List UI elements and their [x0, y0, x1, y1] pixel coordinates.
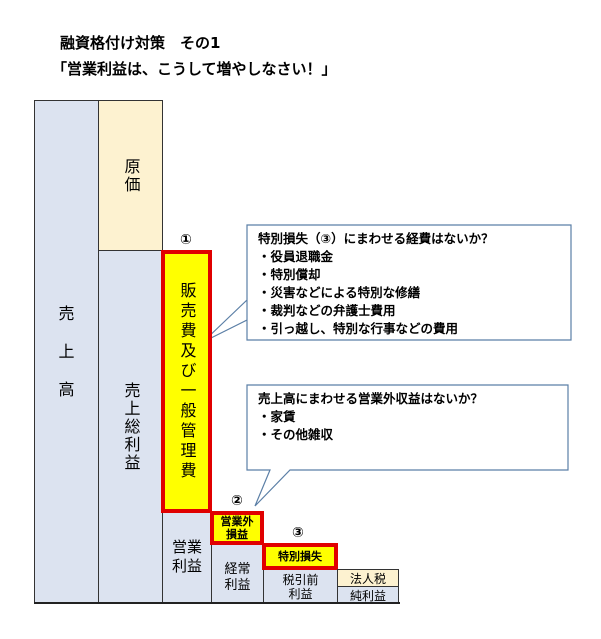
- baseline: [34, 602, 400, 604]
- net-profit-block: 純利益: [337, 586, 399, 604]
- extraordinary-loss-block: 特別損失: [262, 543, 338, 570]
- callout-heading: 特別損失（③）にまわせる経費はないか？: [258, 231, 494, 246]
- marker-1: ①: [180, 232, 192, 248]
- callout-item: ・家賃: [258, 409, 296, 424]
- callout-item: ・特別償却: [258, 267, 321, 282]
- operating-profit-label: 営業 利益: [171, 538, 202, 575]
- non-operating-label: 営業外 損益: [220, 515, 254, 541]
- gross-profit-label: 売上総利益: [121, 382, 141, 472]
- gross-profit-block: 売上総利益: [98, 250, 163, 604]
- operating-profit-block: 営業 利益: [162, 510, 212, 604]
- corporate-tax-block: 法人税: [337, 569, 399, 587]
- sga-label: 販売費及び一般管理費: [177, 281, 197, 482]
- net-profit-label: 純利益: [349, 588, 386, 603]
- extraordinary-loss-label: 特別損失: [278, 550, 322, 563]
- sga-block: 販売費及び一般管理費: [161, 250, 212, 513]
- cost-block: 原価: [98, 100, 163, 251]
- marker-2: ②: [231, 493, 243, 509]
- callout-2: 売上高にまわせる営業外収益はないか？ ・家賃 ・その他雑収: [258, 390, 483, 444]
- callout-1: 特別損失（③）にまわせる経費はないか？ ・役員退職金 ・特別償却 ・災害などによ…: [258, 230, 494, 338]
- marker-3: ③: [292, 525, 304, 541]
- callout-1-shape: [202, 224, 572, 343]
- sales-block: 売 上 高: [34, 100, 99, 604]
- ordinary-profit-block: 経常 利益: [211, 542, 264, 604]
- callout-heading: 売上高にまわせる営業外収益はないか？: [258, 391, 484, 406]
- pretax-profit-block: 税引前 利益: [263, 566, 338, 604]
- callout-item: ・裁判などの弁護士費用: [258, 303, 396, 318]
- sales-label: 売 上 高: [58, 304, 75, 399]
- pretax-profit-label: 税引前 利益: [282, 573, 319, 601]
- callout-item: ・引っ越し、特別な行事などの費用: [258, 321, 459, 336]
- non-operating-block: 営業外 損益: [210, 511, 264, 545]
- callout-item: ・災害などによる特別な修繕: [258, 285, 421, 300]
- title-line1: 融資格付け対策 その1: [60, 34, 221, 52]
- callout-2-shape: [246, 384, 569, 507]
- cost-label: 原価: [121, 157, 141, 194]
- corporate-tax-label: 法人税: [349, 571, 386, 586]
- ordinary-profit-label: 経常 利益: [224, 562, 251, 593]
- callout-item: ・役員退職金: [258, 249, 334, 264]
- title-line2: 「営業利益は、こうして増やしなさい！」: [52, 60, 337, 78]
- callout-item: ・その他雑収: [258, 427, 334, 442]
